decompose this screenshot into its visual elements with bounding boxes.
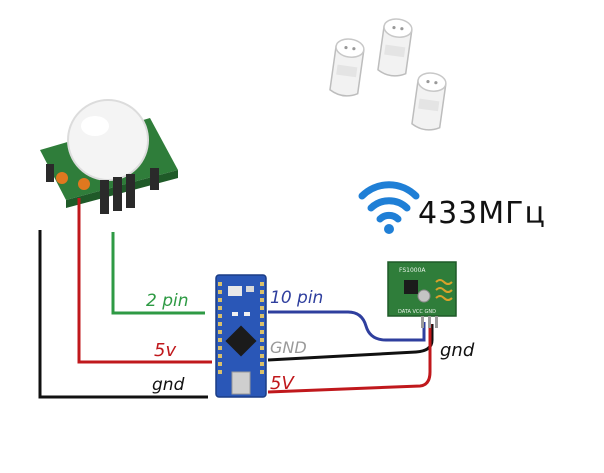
ground-label-center: GND (270, 338, 307, 357)
rf-transmitter-icon: FS1000A DATA VCC GND (387, 261, 457, 328)
module-power-wire (267, 324, 432, 394)
ground-label-right: gnd (440, 340, 475, 361)
data-wire (268, 310, 426, 342)
frequency-label: 433МГц (418, 196, 546, 231)
smart-plug-icon (329, 38, 365, 97)
module-ground-wire (267, 324, 434, 362)
smart-plug-icon (411, 72, 447, 131)
data-pin-label: 10 pin (270, 288, 323, 308)
rf-module-code: FS1000A (399, 267, 426, 274)
power-label-left: 5v (154, 340, 176, 361)
power-label-right: 5V (270, 373, 295, 394)
ground-wire (38, 230, 208, 399)
smart-plug-icon (377, 18, 413, 77)
rf-module-pins: DATA VCC GND (398, 309, 436, 315)
arduino-nano-icon (215, 274, 267, 398)
power-wire (77, 198, 212, 364)
signal-wire (111, 232, 205, 315)
signal-pin-label: 2 pin (146, 291, 189, 311)
ground-label-left: gnd (152, 375, 185, 395)
pir-sensor-icon (40, 99, 178, 214)
wifi-signal-icon (358, 181, 420, 234)
